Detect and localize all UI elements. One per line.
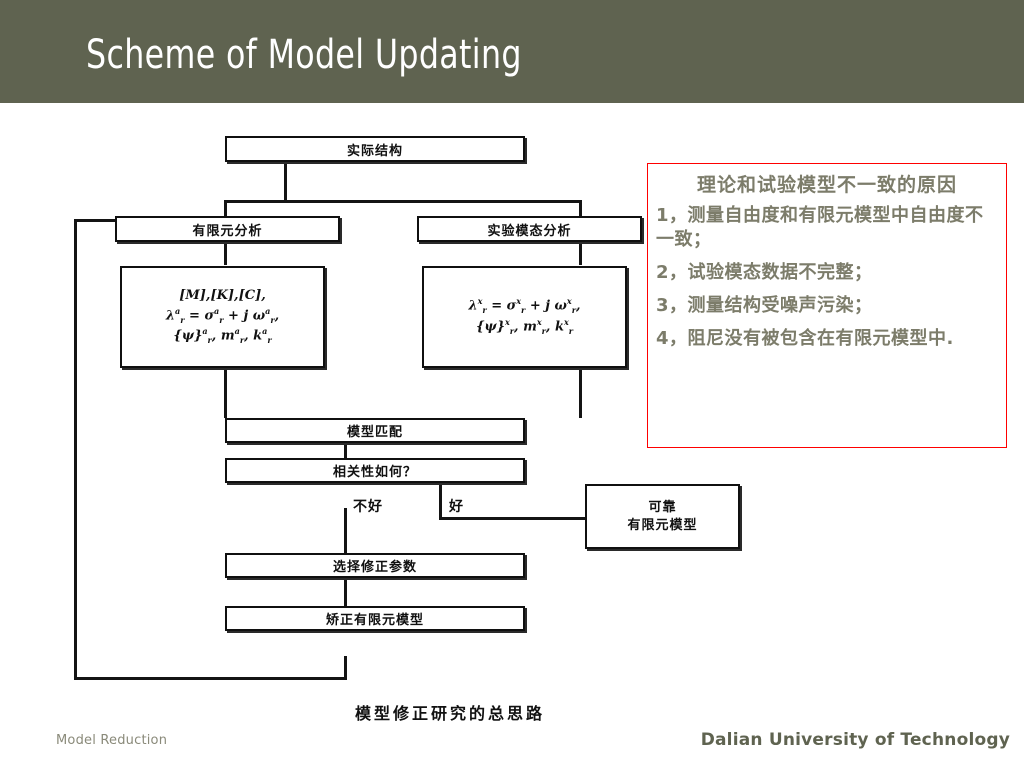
reasons-note-box: 理论和试验模型不一致的原因 1，测量自由度和有限元模型中自由度不一致； 2，试验… bbox=[647, 163, 1007, 448]
lambda-symbol: λ bbox=[165, 308, 175, 324]
modal-stiffness-symbol: k bbox=[253, 328, 263, 344]
connector-emaformula-to-match bbox=[579, 368, 582, 418]
sigma-sup-exp: x bbox=[516, 296, 522, 307]
formula-row-eigenvalue-experimental: λxr = σxr + j ωxr, bbox=[468, 296, 580, 317]
equals-symbol: = bbox=[189, 308, 200, 324]
comma-2-exp: , bbox=[545, 319, 551, 335]
footer-institution-label: Dalian University of Technology bbox=[700, 730, 1010, 750]
omega-symbol: ω bbox=[252, 308, 266, 324]
connector-split-to-fe bbox=[224, 200, 227, 218]
omega-symbol-exp: ω bbox=[554, 298, 567, 314]
figure-caption: 模型修正研究的总思路 bbox=[355, 704, 546, 723]
connector-correct-down bbox=[344, 656, 347, 680]
flow-box-correlation-question: 相关性如何？ bbox=[225, 458, 525, 483]
note-item-4: 4，阻尼没有被包含在有限元模型中. bbox=[656, 328, 954, 349]
branch-label-good: 好 bbox=[449, 499, 464, 515]
page-title: Scheme of Model Updating bbox=[86, 32, 522, 78]
note-item-2: 2，试验模态数据不完整； bbox=[656, 262, 873, 283]
note-title: 理论和试验模型不一致的原因 bbox=[696, 174, 957, 196]
omega-sup: a bbox=[265, 305, 271, 316]
connector-feedback-bottom bbox=[74, 677, 347, 680]
flow-box-fe-analysis: 有限元分析 bbox=[115, 216, 340, 242]
connector-feformula-to-match bbox=[224, 368, 227, 418]
connector-bad-branch-down bbox=[344, 508, 347, 553]
psi-sub-exp: r bbox=[509, 325, 514, 336]
trailing-comma: , bbox=[274, 308, 280, 324]
imaginary-unit: j bbox=[243, 308, 249, 324]
connector-actual-to-split bbox=[284, 160, 287, 202]
sigma-sup: a bbox=[214, 305, 220, 316]
sigma-sub: r bbox=[219, 314, 224, 325]
flow-box-select-update-params: 选择修正参数 bbox=[225, 553, 525, 578]
plus-symbol: + bbox=[228, 308, 239, 324]
imaginary-unit-exp: j bbox=[545, 298, 550, 314]
flow-box-reliable-fe-model: 可靠 有限元模型 bbox=[585, 484, 740, 549]
footer-section-label: Model Reduction bbox=[56, 733, 168, 748]
modal-mass-sup-exp: x bbox=[536, 317, 542, 327]
modal-mass-sub-exp: r bbox=[541, 325, 546, 336]
modal-mass-symbol-exp: m bbox=[523, 319, 537, 335]
flow-box-corrected-fe-model: 矫正有限元模型 bbox=[225, 606, 525, 631]
connector-feedback-left bbox=[74, 219, 77, 680]
sigma-symbol-exp: σ bbox=[506, 298, 517, 314]
modal-stiffness-sub: r bbox=[267, 335, 272, 346]
modal-stiffness-sup: a bbox=[262, 326, 268, 337]
trailing-comma-exp: , bbox=[575, 298, 581, 314]
omega-sub: r bbox=[270, 314, 275, 325]
slide-header-bar bbox=[0, 0, 1024, 103]
flow-box-actual-structure: 实际结构 bbox=[225, 136, 525, 162]
modal-stiffness-symbol-exp: k bbox=[554, 319, 564, 335]
reliable-fe-model-line-2: 有限元模型 bbox=[627, 517, 698, 533]
flow-box-model-matching: 模型匹配 bbox=[225, 418, 525, 443]
comma-2: , bbox=[244, 328, 249, 344]
connector-ema-to-formula bbox=[579, 240, 582, 265]
connector-horizontal-split bbox=[224, 200, 582, 203]
psi-sup-exp: x bbox=[504, 317, 510, 327]
omega-sub-exp: r bbox=[571, 305, 576, 316]
modal-mass-symbol: m bbox=[220, 328, 235, 344]
lambda-sub: r bbox=[180, 314, 185, 325]
psi-symbol: {ψ} bbox=[173, 328, 203, 344]
omega-sup-exp: x bbox=[566, 296, 572, 307]
flow-box-analytical-formulas: [M],[K],[C], λar = σar + j ωar, {ψ}ar, m… bbox=[120, 266, 325, 368]
comma-1: , bbox=[211, 328, 217, 344]
lambda-sub-exp: r bbox=[482, 305, 487, 316]
formula-row-matrices: [M],[K],[C], bbox=[179, 287, 266, 303]
sigma-sub-exp: r bbox=[521, 305, 526, 316]
psi-sub: r bbox=[207, 335, 212, 346]
modal-mass-sup: a bbox=[234, 326, 240, 337]
psi-sup: a bbox=[202, 326, 208, 337]
connector-good-branch-right bbox=[439, 517, 587, 520]
note-item-3: 3，测量结构受噪声污染； bbox=[656, 295, 873, 316]
branch-label-bad: 不好 bbox=[353, 499, 383, 515]
connector-fe-to-formula bbox=[224, 240, 227, 265]
formula-row-eigenvalue-analytical: λar = σar + j ωar, bbox=[166, 306, 279, 327]
comma-1-exp: , bbox=[514, 319, 519, 335]
connector-split-to-ema bbox=[579, 200, 582, 218]
psi-symbol-exp: {ψ} bbox=[475, 319, 505, 335]
formula-row-modeshape-analytical: {ψ}ar, mar, kar bbox=[173, 326, 271, 347]
reliable-fe-model-line-1: 可靠 bbox=[648, 499, 677, 515]
modal-stiffness-sup-exp: x bbox=[563, 317, 569, 327]
flow-box-experimental-modal-analysis: 实验模态分析 bbox=[417, 216, 642, 242]
modal-mass-sub: r bbox=[239, 335, 245, 346]
flowchart-figure: 实际结构 有限元分析 实验模态分析 [M],[K],[C], λar = σar… bbox=[60, 118, 740, 728]
equals-symbol-exp: = bbox=[491, 298, 503, 314]
sigma-symbol: σ bbox=[204, 308, 215, 324]
lambda-sup-exp: x bbox=[477, 296, 483, 307]
connector-good-branch-down bbox=[439, 483, 442, 520]
connector-feedback-into-fe bbox=[74, 219, 119, 222]
flow-box-experimental-formulas: λxr = σxr + j ωxr, {ψ}xr, mxr, kxr bbox=[422, 266, 627, 368]
lambda-sup: a bbox=[175, 305, 181, 316]
plus-symbol-exp: + bbox=[529, 298, 541, 314]
note-item-1: 1，测量自由度和有限元模型中自由度不一致； bbox=[656, 205, 984, 250]
formula-row-modeshape-experimental: {ψ}xr, mxr, kxr bbox=[476, 317, 573, 338]
connector-select-to-correct bbox=[344, 578, 347, 631]
modal-stiffness-sub-exp: r bbox=[568, 325, 574, 336]
lambda-symbol-exp: λ bbox=[468, 298, 478, 314]
